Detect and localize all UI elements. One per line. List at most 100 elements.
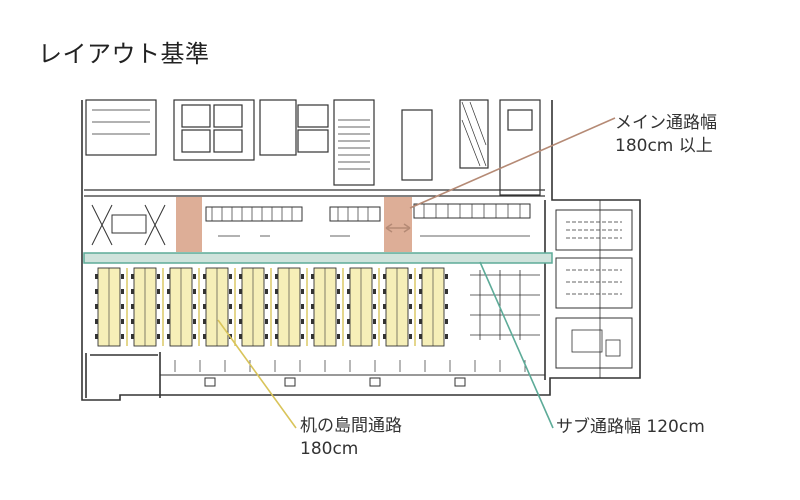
- chair: [239, 289, 242, 294]
- chair: [419, 274, 422, 279]
- main-corridor-highlight: [176, 197, 412, 252]
- chair: [311, 334, 314, 339]
- page-title: レイアウト基準: [38, 40, 210, 68]
- chair: [131, 274, 134, 279]
- chair: [193, 319, 196, 324]
- chair: [167, 334, 170, 339]
- chair: [373, 319, 376, 324]
- chair: [229, 274, 232, 279]
- chair: [445, 319, 448, 324]
- chair: [121, 304, 124, 309]
- chair: [193, 334, 196, 339]
- chair: [265, 334, 268, 339]
- chair: [203, 289, 206, 294]
- chair: [157, 334, 160, 339]
- chair: [239, 319, 242, 324]
- chair: [301, 274, 304, 279]
- chair: [347, 304, 350, 309]
- chair: [419, 319, 422, 324]
- chair: [383, 289, 386, 294]
- chair: [265, 274, 268, 279]
- chair: [445, 304, 448, 309]
- desk-aisle-label: 机の島間通路 180cm: [300, 415, 402, 461]
- chair: [239, 304, 242, 309]
- corridor-furniture: [84, 189, 545, 237]
- chair: [193, 289, 196, 294]
- chair: [229, 289, 232, 294]
- chair: [193, 304, 196, 309]
- chair: [95, 274, 98, 279]
- chair: [409, 304, 412, 309]
- chair: [301, 319, 304, 324]
- chair: [229, 304, 232, 309]
- chair: [275, 334, 278, 339]
- chair: [347, 334, 350, 339]
- chair: [409, 319, 412, 324]
- meeting-rooms: [555, 209, 633, 369]
- chair: [301, 304, 304, 309]
- main-corridor-leader: [409, 117, 616, 209]
- chair: [383, 319, 386, 324]
- chair: [121, 289, 124, 294]
- chair: [265, 319, 268, 324]
- chair: [203, 334, 206, 339]
- main-corridor-label-line2: 180cm 以上: [615, 136, 713, 156]
- chair: [337, 274, 340, 279]
- chair: [131, 304, 134, 309]
- chair: [167, 304, 170, 309]
- chair: [275, 274, 278, 279]
- chair: [275, 319, 278, 324]
- chair: [239, 274, 242, 279]
- desk-aisle-label-line2: 180cm: [300, 439, 359, 459]
- chair: [301, 289, 304, 294]
- chair: [383, 274, 386, 279]
- chair: [203, 304, 206, 309]
- chair: [203, 274, 206, 279]
- sub-corridor-leader: [479, 261, 554, 429]
- chair: [157, 304, 160, 309]
- chair: [203, 319, 206, 324]
- chair: [193, 274, 196, 279]
- window-wall: [160, 360, 545, 387]
- chair: [121, 334, 124, 339]
- chair: [409, 334, 412, 339]
- chair: [347, 274, 350, 279]
- sub-corridor-label: サブ通路幅 120cm: [556, 417, 705, 437]
- chair: [383, 334, 386, 339]
- chair: [275, 304, 278, 309]
- chair: [337, 289, 340, 294]
- chair: [311, 319, 314, 324]
- chair: [373, 274, 376, 279]
- side-furniture: [470, 270, 540, 340]
- chair: [95, 319, 98, 324]
- chair: [167, 274, 170, 279]
- desk-islands: [95, 267, 448, 347]
- chair: [131, 334, 134, 339]
- chair: [121, 319, 124, 324]
- chair: [275, 289, 278, 294]
- chair: [131, 319, 134, 324]
- chair: [301, 334, 304, 339]
- main-corridor-label: メイン通路幅 180cm 以上: [615, 112, 717, 158]
- chair: [347, 319, 350, 324]
- chair: [229, 319, 232, 324]
- desk-aisle-label-line1: 机の島間通路: [300, 416, 402, 436]
- chair: [445, 334, 448, 339]
- chair: [311, 274, 314, 279]
- chair: [373, 334, 376, 339]
- main-corridor-label-line1: メイン通路幅: [615, 113, 717, 133]
- chair: [95, 289, 98, 294]
- chair: [445, 289, 448, 294]
- chair: [337, 319, 340, 324]
- chair: [131, 289, 134, 294]
- sub-corridor-band: [83, 252, 553, 264]
- chair: [265, 304, 268, 309]
- chair: [419, 289, 422, 294]
- chair: [239, 334, 242, 339]
- chair: [121, 274, 124, 279]
- chair: [157, 289, 160, 294]
- chair: [409, 274, 412, 279]
- chair: [419, 334, 422, 339]
- chair: [265, 289, 268, 294]
